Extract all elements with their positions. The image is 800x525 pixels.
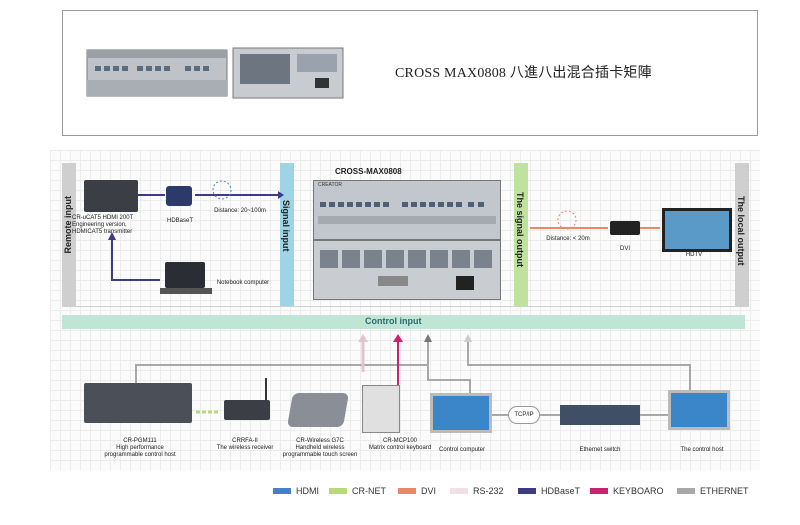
touch-screen-device — [287, 393, 349, 427]
hdtv-icon — [662, 208, 732, 252]
matrix-buttons — [318, 202, 496, 224]
device-name: CR-MCP100 — [382, 438, 417, 444]
legend-label: RS-232 — [473, 486, 504, 496]
legend-label: HDBaseT — [541, 486, 581, 496]
signal-output-strip — [514, 163, 528, 306]
notebook-base — [160, 288, 212, 294]
device-desc: Matrix control keyboard — [368, 445, 432, 451]
legend-swatch — [398, 488, 416, 494]
remote-input-strip — [62, 163, 76, 306]
legend-item: ETHERNET — [677, 486, 749, 496]
device-name: CR-Wireless G7C — [296, 438, 344, 444]
dvi-label: DVI — [619, 246, 630, 252]
notebook-icon — [165, 262, 205, 288]
legend-swatch — [450, 488, 468, 494]
control-host-icon — [668, 390, 730, 430]
device-label-crrfa: CRRFA-II The wireless receiver — [205, 438, 285, 452]
keyboard-device — [362, 385, 400, 433]
matrix-label: CROSS-MAX0808 — [335, 167, 402, 176]
hdtv-label: HDTV — [685, 252, 703, 258]
legend-item: DVI — [398, 486, 436, 496]
legend-label: CR-NET — [352, 486, 386, 496]
signal-output-label: The signal output — [515, 192, 525, 267]
tcpip-cloud: TCP/IP — [508, 406, 540, 424]
cr-pgm111-device — [84, 383, 192, 423]
device-name: CRRFA-II — [232, 438, 258, 444]
hdbaset-cable-icon — [166, 186, 192, 206]
distance-right: Distance: < 20m — [546, 236, 590, 242]
wireless-receiver-device — [224, 400, 270, 420]
control-input-bar — [62, 315, 745, 329]
antenna-icon — [265, 378, 267, 400]
legend-swatch — [590, 488, 608, 494]
legend-item: HDBaseT — [518, 486, 580, 496]
signal-input-label: Signal input — [281, 200, 291, 252]
device-desc: Handheld wireless programmable touch scr… — [282, 445, 358, 458]
device-label-mcp100: CR-MCP100 Matrix control keyboard — [355, 438, 445, 452]
hdmi-transmitter — [84, 180, 138, 212]
distance-left: Distance: 20~100m — [214, 208, 266, 214]
legend-item: HDMI — [273, 486, 319, 496]
matrix-ports — [320, 250, 492, 290]
legend-item: KEYBOARO — [590, 486, 664, 496]
legend-label: HDMI — [296, 486, 319, 496]
legend-label: ETHERNET — [700, 486, 749, 496]
local-output-label: The local output — [736, 196, 746, 266]
matrix-brand: CREATOR — [318, 182, 342, 188]
legend-item: RS-232 — [450, 486, 504, 496]
device-label-control-host: The control host — [680, 447, 724, 453]
divider — [62, 306, 749, 307]
legend-swatch — [329, 488, 347, 494]
signal-input-strip — [280, 163, 294, 306]
product-photo — [86, 47, 344, 99]
device-label-pgm111: CR-PGM111 High performance programmable … — [80, 438, 200, 459]
control-input-label: Control input — [365, 316, 422, 326]
legend-label: DVI — [421, 486, 437, 496]
local-output-strip — [735, 163, 749, 306]
hdbaset-label: HDBaseT — [166, 218, 193, 224]
device-name: CR-PGM111 — [123, 438, 157, 444]
legend-item: CR-NET — [329, 486, 386, 496]
transmitter-label: CR-uCAT5 HDMI 200T Engineering version, … — [72, 215, 134, 235]
legend-swatch — [677, 488, 695, 494]
device-label-control-computer: Control computer — [438, 447, 486, 453]
control-computer-icon — [430, 393, 492, 433]
page-title: CROSS MAX0808 八進八出混合插卡矩陣 — [395, 66, 652, 81]
ethernet-switch-device — [560, 405, 640, 425]
dvi-connector-icon — [610, 221, 640, 235]
matrix-front — [313, 180, 501, 240]
device-label-g7c: CR-Wireless G7C Handheld wireless progra… — [280, 438, 360, 459]
legend-swatch — [518, 488, 536, 494]
legend-label: KEYBOARO — [613, 486, 664, 496]
device-desc: High performance programmable control ho… — [104, 445, 176, 458]
notebook-label: Notebook computer — [216, 280, 270, 286]
legend-swatch — [273, 488, 291, 494]
device-desc: The wireless receiver — [216, 445, 274, 451]
device-label-ethernet-switch: Ethernet switch — [579, 447, 621, 453]
